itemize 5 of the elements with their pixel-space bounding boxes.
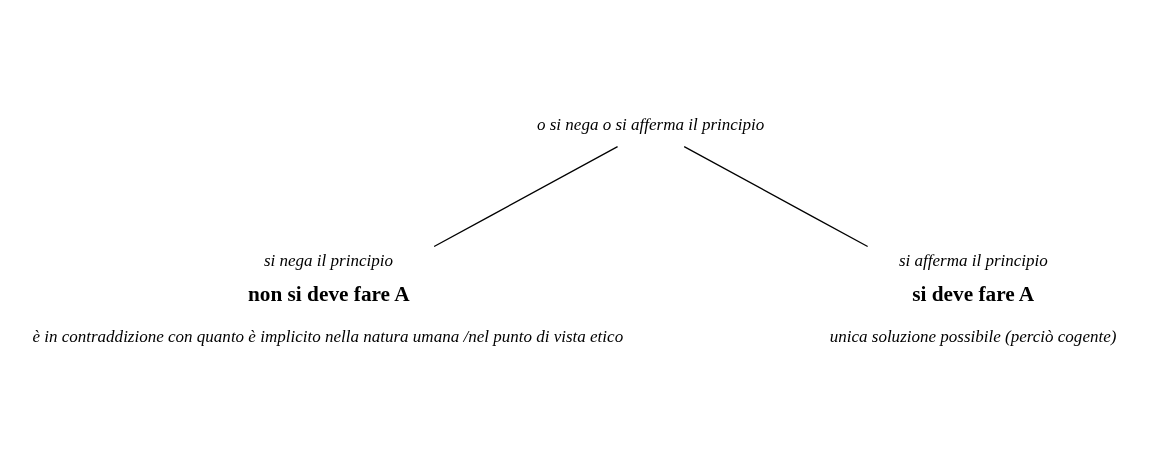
- connector: [683, 146, 869, 248]
- node-text: o si nega o si afferma il principio: [536, 115, 765, 135]
- connector: [433, 146, 619, 248]
- node-text: si afferma il principio si deve fare A unica soluzione possibile (perciò cogente): [829, 250, 1117, 347]
- node-text: si nega il principio non si deve fare A è in contraddizione con quanto è implicito nella natura umana /nel punto di vista etico: [32, 250, 624, 347]
